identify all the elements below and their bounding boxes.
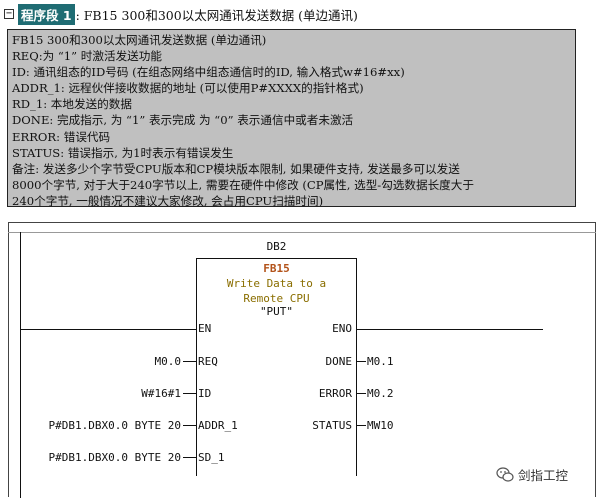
instance-db-label[interactable]: DB2	[266, 240, 287, 253]
comment-line: 240个字节, 一般情况不建议大家修改, 会占用CPU扫描时间)	[12, 193, 324, 207]
eno-wire	[357, 329, 543, 330]
network-title: : FB15 300和300以太网通讯发送数据 (单边通讯)	[75, 7, 358, 23]
pin-sd1: SD_1	[198, 451, 225, 464]
network-tag[interactable]: 程序段 1	[18, 3, 75, 25]
watermark: 剑指工控	[496, 465, 568, 484]
comment-line: 8000个字节, 对于大于240字节以上, 需要在硬件中修改 (CP属性, 选型…	[12, 177, 474, 192]
actual-status[interactable]: MW10	[367, 419, 394, 432]
network-header: − 程序段 1 : FB15 300和300以太网通讯发送数据 (单边通讯)	[4, 3, 358, 25]
error-stub	[357, 393, 366, 394]
pin-en: EN	[198, 322, 212, 335]
power-rail	[20, 232, 21, 498]
pin-eno: ENO	[332, 322, 352, 335]
pin-error: ERROR	[318, 387, 352, 400]
pin-status: STATUS	[312, 419, 352, 432]
req-stub	[183, 361, 196, 362]
actual-req[interactable]: M0.0	[154, 355, 182, 368]
sd-stub	[183, 457, 196, 458]
network-comment-box[interactable]: FB15 300和300以太网通讯发送数据 (单边通讯) REQ:为 “1” 时…	[7, 29, 576, 207]
comment-line: DONE: 完成指示, 为 “1” 表示完成 为 “0” 表示通信中或者未激活	[12, 113, 354, 128]
en-wire	[20, 329, 196, 330]
pin-id: ID	[198, 387, 212, 400]
actual-done[interactable]: M0.1	[367, 355, 394, 368]
status-stub	[357, 425, 366, 426]
comment-line: ERROR: 错误代码	[12, 129, 111, 144]
wechat-icon	[496, 466, 514, 482]
comment-line: REQ:为 “1” 时激活发送功能	[12, 49, 162, 64]
comment-line: FB15 300和300以太网通讯发送数据 (单边通讯)	[12, 33, 267, 47]
actual-error[interactable]: M0.2	[367, 387, 394, 400]
actual-addr1[interactable]: P#DB1.DBX0.0 BYTE 20	[48, 419, 181, 432]
actual-sd1[interactable]: P#DB1.DBX0.0 BYTE 20	[48, 451, 181, 464]
fb-name: FB15	[263, 262, 290, 275]
pin-addr1: ADDR_1	[198, 419, 238, 432]
fb-description-2: Remote CPU	[243, 292, 310, 305]
collapse-toggle-icon[interactable]: −	[4, 8, 14, 19]
comment-line: STATUS: 错误指示, 为1时表示有错误发生	[12, 145, 234, 160]
pin-req: REQ	[198, 355, 218, 368]
fb-symbol: "PUT"	[259, 305, 294, 318]
fb-description-1: Write Data to a	[226, 277, 327, 290]
addr-stub	[183, 425, 196, 426]
network-top-border	[8, 232, 596, 233]
ladder-network-frame	[8, 222, 596, 497]
actual-id[interactable]: W#16#1	[141, 387, 181, 400]
comment-line: RD_1: 本地发送的数据	[12, 97, 132, 112]
comment-line: ADDR_1: 远程伙伴接收数据的地址 (可以使用P#XXXX的指针格式)	[12, 81, 364, 96]
comment-line: 备注: 发送多少个字节受CPU版本和CP模块版本限制, 如果硬件支持, 发送最多…	[12, 161, 460, 176]
comment-line: ID: 通讯组态的ID号码 (在组态网络中组态通信时的ID, 输入格式w#16#…	[12, 65, 405, 80]
function-block[interactable]	[196, 258, 357, 476]
done-stub	[357, 361, 366, 362]
pin-done: DONE	[325, 355, 353, 368]
id-stub	[183, 393, 196, 394]
watermark-text: 剑指工控	[518, 468, 569, 483]
